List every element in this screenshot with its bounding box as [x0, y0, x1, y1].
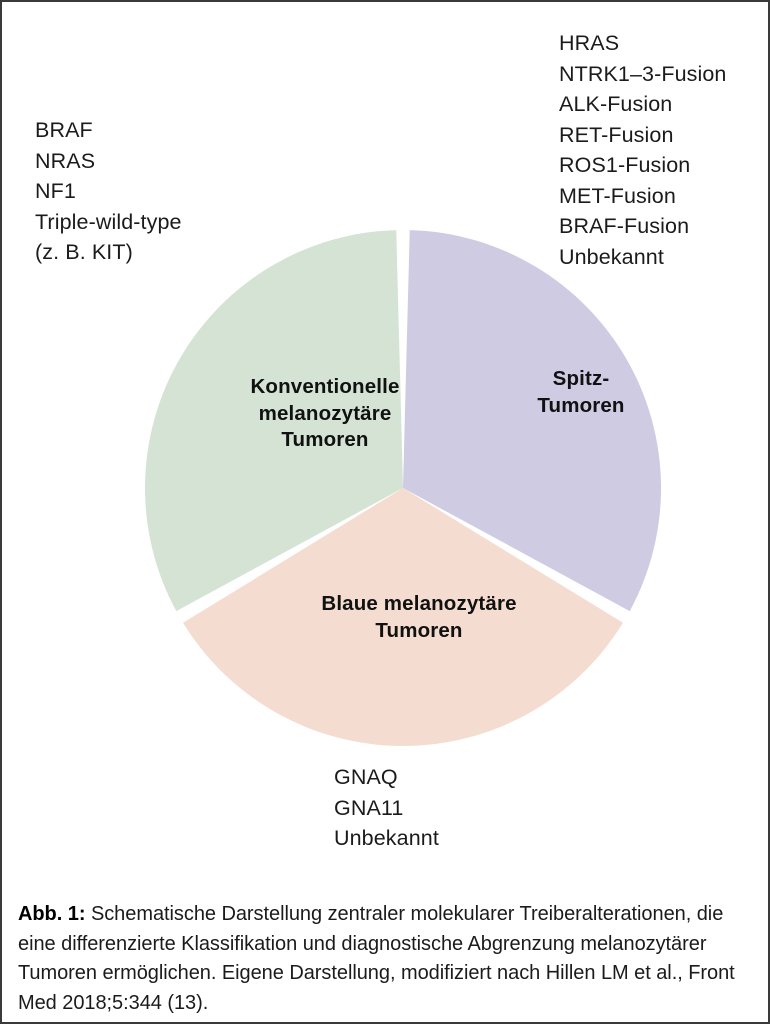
figure-caption: Abb. 1: Schematische Darstellung zentral…: [18, 900, 756, 1018]
annotation-line: BRAF: [35, 118, 93, 142]
annotation-line: ALK-Fusion: [559, 92, 673, 116]
annotation-conventional-drivers: BRAF NRAS NF1 Triple-wild-type (z. B. KI…: [35, 115, 182, 268]
pie-slice-label-line: Konventionelle: [250, 375, 400, 398]
annotation-line: Triple-wild-type: [35, 209, 182, 234]
pie-slice-label-line: Spitz-: [552, 367, 610, 390]
pie-slice-label-line: Blaue melanozytäre: [321, 592, 517, 615]
pie-slice-spitz: [403, 230, 661, 612]
annotation-line: Unbekannt: [559, 244, 664, 269]
annotation-line: NTRK1–3-Fusion: [559, 61, 727, 86]
pie-slice-conventional: [145, 230, 403, 612]
annotation-line: NF1: [35, 179, 76, 203]
pie-slice-blue: [183, 488, 623, 746]
pie-slice-label-line: Tumoren: [375, 618, 463, 642]
pie-slice-label-line: Tumoren: [537, 393, 625, 417]
annotation-line: GNAQ: [334, 765, 398, 789]
annotation-line: (z. B. KIT): [35, 240, 133, 264]
annotation-line: HRAS: [559, 31, 620, 55]
annotation-spitz-drivers: HRAS NTRK1–3-Fusion ALK-Fusion RET-Fusio…: [559, 28, 727, 272]
pie-slice-label-conventional: Konventionelle melanozytäre Tumoren: [185, 374, 465, 454]
annotation-line: RET-Fusion: [559, 122, 674, 147]
pie-slice-label-line: melanozytäre: [258, 401, 392, 425]
annotation-line: GNA11: [334, 795, 404, 820]
pie-chart-svg: [145, 230, 661, 746]
pie-slice-label-blue: Blaue melanozytäre Tumoren: [249, 591, 589, 644]
figure-caption-label: Abb. 1:: [18, 903, 86, 925]
annotation-line: ROS1-Fusion: [559, 153, 691, 177]
pie-slice-label-spitz: Spitz- Tumoren: [441, 366, 721, 419]
pie-chart: Konventionelle melanozytäre Tumoren Spit…: [141, 226, 665, 750]
annotation-line: Unbekannt: [334, 826, 439, 850]
annotation-line: NRAS: [35, 148, 96, 173]
annotation-line: BRAF-Fusion: [559, 214, 690, 238]
annotation-line: MET-Fusion: [559, 183, 676, 208]
annotation-blue-drivers: GNAQ GNA11 Unbekannt: [334, 762, 439, 854]
figure-caption-text: Schematische Darstellung zentraler molek…: [18, 903, 735, 1014]
pie-slice-label-line: Tumoren: [281, 428, 369, 451]
